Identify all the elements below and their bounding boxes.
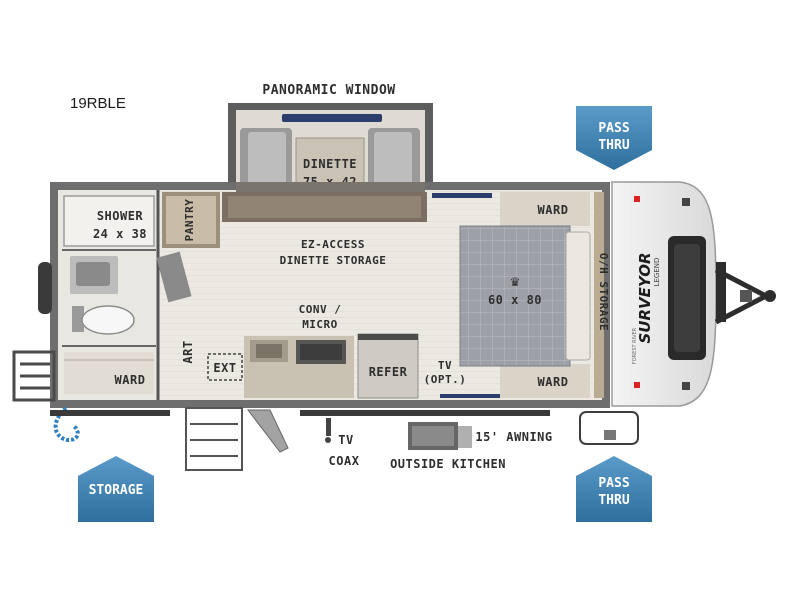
shower-size: 24 x 38	[93, 227, 147, 241]
pantry-label: PANTRY	[183, 199, 196, 242]
tv-coax-label-1: TV	[338, 433, 353, 447]
dinette-label: DINETTE	[303, 157, 357, 171]
ward-bottom-label: WARD	[538, 375, 569, 389]
pass-thru-badge-bottom: PASS THRU	[576, 456, 652, 522]
panoramic-window	[282, 114, 382, 122]
oh-storage-label: O/H STORAGE	[597, 253, 610, 331]
bed: ♛ 60 x 80	[459, 225, 591, 367]
tv-label-2: (OPT.)	[424, 373, 467, 386]
outside-kitchen	[408, 422, 472, 450]
ez-access-label: EZ-ACCESS	[301, 238, 365, 251]
front-cap: SURVEYOR LEGEND FOREST RIVER	[611, 181, 717, 407]
brand-sub: LEGEND	[653, 258, 661, 287]
dinette-storage-label: DINETTE STORAGE	[280, 254, 387, 267]
entry-steps	[185, 407, 289, 471]
bath-ward-label: WARD	[115, 373, 146, 387]
panoramic-window-label: PANORAMIC WINDOW	[262, 83, 395, 98]
refer-label: REFER	[369, 365, 408, 379]
dinette-slideout: DINETTE 75 x 42	[228, 103, 433, 228]
refrigerator: REFER	[357, 333, 419, 399]
sewer-hose	[53, 406, 80, 443]
ext-label: EXT	[213, 361, 236, 375]
svg-text:PASS: PASS	[598, 476, 629, 491]
crown-icon: ♛	[510, 275, 521, 289]
conv-micro-label-1: CONV /	[299, 303, 342, 316]
model-name: 19RBLE	[70, 95, 126, 112]
bed-size: 60 x 80	[488, 293, 542, 307]
pantry: PANTRY	[162, 192, 220, 248]
brand-name: SURVEYOR	[636, 252, 654, 343]
pass-thru-badge-top: PASS THRU	[576, 106, 652, 170]
svg-text:THRU: THRU	[598, 138, 629, 153]
spare-tire	[38, 262, 52, 314]
art-label: ART	[181, 340, 195, 363]
ward-bottom	[500, 364, 590, 398]
shower-label: SHOWER	[97, 209, 144, 223]
bathroom: SHOWER 24 x 38 WARD	[58, 190, 160, 400]
svg-text:STORAGE: STORAGE	[89, 483, 144, 498]
storage-badge: STORAGE	[78, 456, 154, 522]
svg-text:THRU: THRU	[598, 493, 629, 508]
brand-maker: FOREST RIVER	[632, 327, 638, 364]
svg-text:PASS: PASS	[598, 121, 629, 136]
ward-top	[500, 192, 590, 226]
galley: CONV / MICRO	[244, 303, 354, 398]
awning-label: 15' AWNING	[475, 430, 552, 444]
outside-kitchen-label: OUTSIDE KITCHEN	[390, 457, 506, 471]
ward-top-label: WARD	[538, 203, 569, 217]
conv-micro-label-2: MICRO	[302, 318, 338, 331]
rear-ladder	[12, 350, 56, 402]
trailer-hitch	[714, 262, 776, 325]
tv-coax-label-2: COAX	[329, 454, 360, 468]
tv-label-1: TV	[438, 359, 452, 372]
